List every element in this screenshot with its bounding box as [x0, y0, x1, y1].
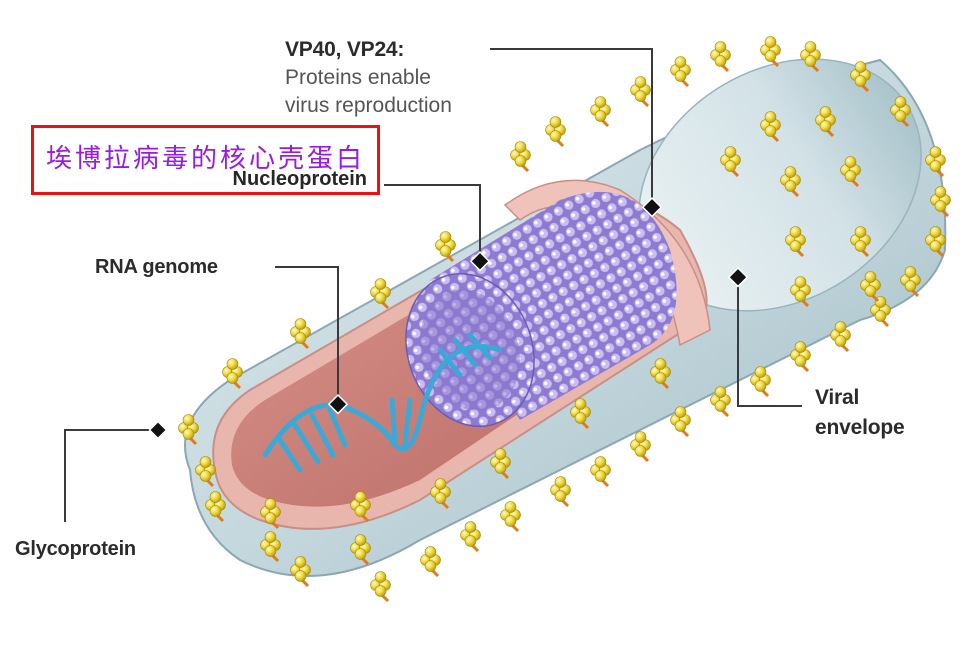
- glycoprotein-cluster: [670, 56, 691, 88]
- marker-nucleoprotein: [469, 251, 491, 272]
- glycoprotein-cluster: [350, 534, 371, 566]
- glycoprotein-cluster: [650, 358, 671, 390]
- glycoprotein-cluster: [890, 96, 911, 128]
- glycoprotein-cluster: [925, 146, 946, 178]
- glycoprotein-cluster: [780, 166, 801, 198]
- glycoprotein-cluster: [630, 431, 651, 463]
- glycoprotein-cluster: [510, 141, 531, 173]
- marker-envelope: [727, 267, 749, 288]
- label-vp40-vp24: VP40, VP24:: [285, 38, 405, 61]
- glycoprotein-cluster: [430, 478, 451, 510]
- glycoprotein-cluster: [490, 448, 511, 480]
- glycoprotein-cluster: [850, 226, 871, 258]
- glycoprotein-cluster: [710, 41, 731, 73]
- nucleocapsid-shape: [405, 191, 677, 428]
- glycoprotein-cluster: [760, 111, 781, 143]
- glycoprotein-cluster: [630, 76, 651, 108]
- glycoprotein-cluster: [260, 498, 281, 530]
- glycoprotein-cluster: [195, 456, 216, 488]
- glycoprotein-cluster: [785, 226, 806, 258]
- leader-vp40: [490, 48, 653, 208]
- glycoprotein-cluster: [590, 456, 611, 488]
- glycoprotein-cluster: [670, 406, 691, 438]
- label-envelope: envelope: [815, 416, 905, 439]
- glycoprotein-cluster: [290, 556, 311, 588]
- glycoprotein-cluster: [850, 61, 871, 93]
- glycoprotein-cluster: [710, 386, 731, 418]
- glycoprotein-cluster: [370, 278, 391, 310]
- glycoprotein-cluster: [260, 531, 281, 563]
- leader-markers: [148, 197, 749, 440]
- glycoprotein-cluster: [870, 296, 891, 328]
- marker-glycoprotein: [148, 420, 168, 440]
- glycoprotein-cluster: [550, 476, 571, 508]
- label-vp-desc-2: virus reproduction: [285, 94, 452, 117]
- glycoprotein-cluster: [222, 358, 243, 390]
- label-nucleoprotein-chinese: 埃博拉病毒的核心壳蛋白: [46, 144, 366, 174]
- glycoprotein-cluster: [930, 186, 951, 218]
- glycoprotein-cluster: [815, 106, 836, 138]
- glycoprotein-cluster: [720, 146, 741, 178]
- leader-lines: [64, 48, 802, 522]
- glycoprotein-cluster: [790, 276, 811, 308]
- glycoprotein-cluster: [830, 321, 851, 353]
- glycoprotein-cluster: [370, 571, 391, 603]
- label-viral: Viral: [815, 386, 860, 409]
- marker-rna: [327, 394, 349, 415]
- glycoprotein-cluster: [750, 366, 771, 398]
- glycoprotein-cluster: [590, 96, 611, 128]
- label-rna-genome: RNA genome: [95, 256, 218, 278]
- label-nucleoprotein: Nucleoprotein: [232, 168, 367, 190]
- nucleoprotein-annotation-box: 埃博拉病毒的核心壳蛋白 Nucleoprotein: [31, 125, 380, 195]
- glycoprotein-cluster: [800, 41, 821, 73]
- glycoprotein-cluster: [860, 271, 881, 303]
- glycoprotein-cluster: [460, 521, 481, 553]
- leader-envelope: [737, 278, 802, 407]
- glycoprotein-cluster: [435, 231, 456, 263]
- leader-glycoprotein: [64, 429, 158, 522]
- label-glycoprotein: Glycoprotein: [15, 538, 136, 560]
- glycoprotein-cluster: [925, 226, 946, 258]
- rna-genome-shape: [262, 332, 503, 473]
- glycoprotein-cluster: [178, 414, 199, 446]
- glycoprotein-cluster: [350, 491, 371, 523]
- glycoprotein-cluster: [760, 36, 781, 68]
- glycoprotein-spikes: [178, 36, 951, 603]
- glycoprotein-cluster: [570, 398, 591, 430]
- leader-rna: [275, 266, 339, 405]
- glycoprotein-cluster: [420, 546, 441, 578]
- glycoprotein-cluster: [500, 501, 521, 533]
- label-vp-desc-1: Proteins enable: [285, 66, 431, 89]
- marker-vp40: [641, 197, 663, 218]
- glycoprotein-cluster: [545, 116, 566, 148]
- glycoprotein-cluster: [900, 266, 921, 298]
- leader-nucleoprotein: [384, 184, 481, 262]
- glycoprotein-cluster: [790, 341, 811, 373]
- glycoprotein-cluster: [290, 318, 311, 350]
- glycoprotein-cluster: [205, 491, 226, 523]
- glycoprotein-cluster: [840, 156, 861, 188]
